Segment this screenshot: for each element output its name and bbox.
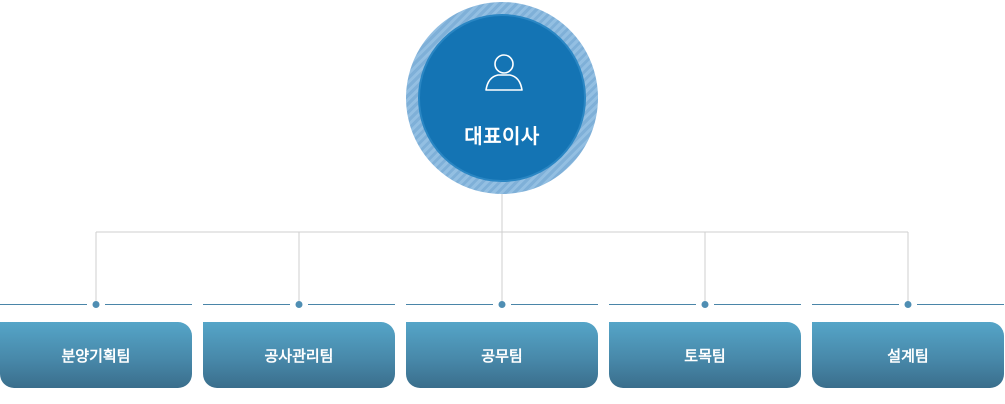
person-icon <box>485 54 523 91</box>
team-label: 공무팀 <box>481 346 523 365</box>
team-connector-dot <box>498 301 506 308</box>
team-label: 분양기획팀 <box>61 346 131 365</box>
ceo-circle: 대표이사 <box>418 14 586 182</box>
team-box: 공무팀 <box>406 322 598 388</box>
team-box: 설계팀 <box>812 322 1004 388</box>
team-drop-lines <box>95 232 909 305</box>
team-label: 공사관리팀 <box>264 346 334 365</box>
team-connector-dot <box>904 301 912 308</box>
team-box: 토목팀 <box>609 322 801 388</box>
team-rails <box>0 301 1004 308</box>
ceo-node: 대표이사 <box>406 2 598 194</box>
team-connector-dot <box>701 301 709 308</box>
team-box: 분양기획팀 <box>0 322 192 388</box>
team-label: 설계팀 <box>887 346 929 365</box>
team-connector-dot <box>92 301 100 308</box>
team-connector-dot <box>295 301 303 308</box>
team-box: 공사관리팀 <box>203 322 395 388</box>
team-label: 토목팀 <box>684 346 726 365</box>
ceo-label: 대표이사 <box>464 124 540 148</box>
